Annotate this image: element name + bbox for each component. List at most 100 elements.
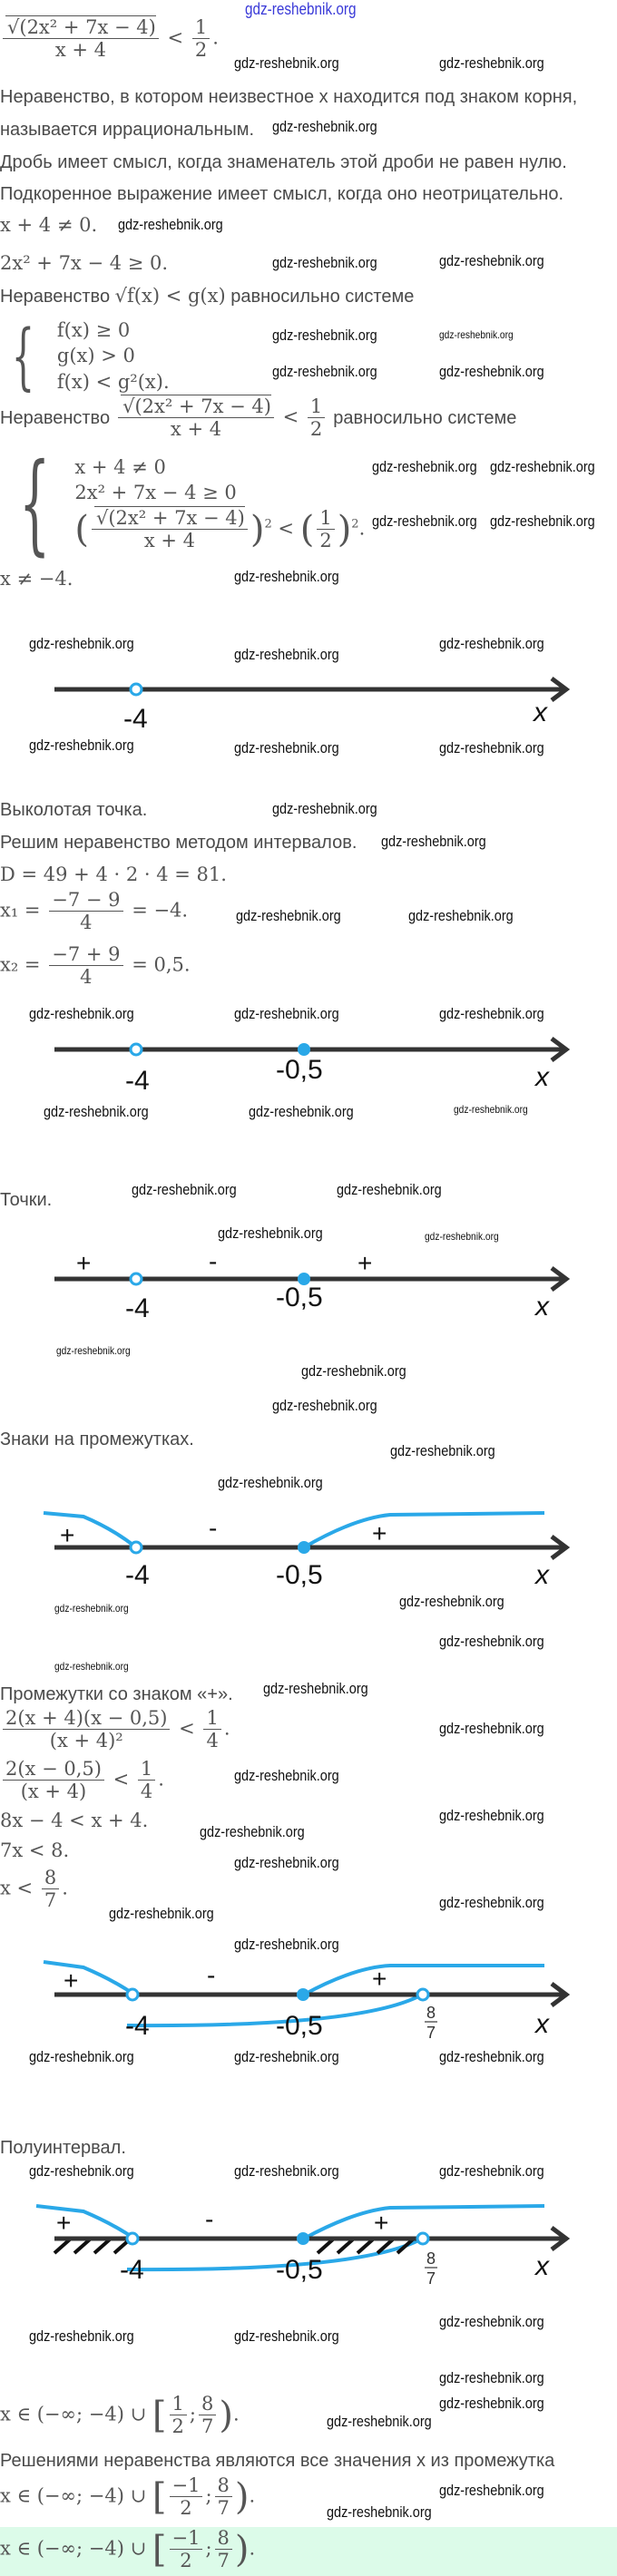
- exponent: 2: [351, 517, 359, 532]
- sign-plus: +: [357, 1252, 372, 1277]
- numerator: 8: [41, 1867, 60, 1890]
- numerator: 1: [307, 395, 326, 419]
- denominator: 2: [319, 530, 332, 552]
- exponent: 2: [264, 517, 272, 532]
- axis-label-x: x: [534, 2009, 550, 2039]
- watermark: gdz-reshebnik.org: [327, 2503, 432, 2521]
- sign-plus: +: [372, 1965, 387, 1993]
- number-line-1: -4 x: [54, 677, 571, 734]
- sign-plus: +: [56, 2209, 71, 2237]
- watermark: gdz-reshebnik.org: [372, 512, 477, 530]
- label-minus05: -0,5: [276, 1560, 323, 1587]
- label: равносильно системе: [230, 287, 415, 307]
- watermark: gdz-reshebnik.org: [439, 1720, 544, 1737]
- filled-point-minus05: [298, 1541, 310, 1554]
- watermark: gdz-reshebnik.org: [439, 2395, 544, 2412]
- watermark: gdz-reshebnik.org: [439, 328, 514, 341]
- label-minus05: -0,5: [276, 2011, 323, 2041]
- filled-point-minus05: [297, 1988, 309, 2001]
- watermark: gdz-reshebnik.org: [234, 54, 339, 72]
- system-1: { f(x) ≥ 0 g(x) > 0 f(x) < g²(x).: [0, 317, 170, 395]
- watermark: gdz-reshebnik.org: [234, 2162, 339, 2180]
- paragraph: Дробь имеет смысл, когда знаменатель это…: [0, 152, 567, 172]
- axis-arrow-icon: [550, 1535, 571, 1560]
- watermark: gdz-reshebnik.org: [109, 1905, 214, 1922]
- paragraph: Неравенство, в котором неизвестное x нах…: [0, 87, 578, 107]
- watermark: gdz-reshebnik.org: [54, 1660, 129, 1673]
- expression: √f(x) < g(x): [114, 285, 226, 307]
- numerator: −7 − 9: [49, 889, 123, 912]
- lhs: x₂ =: [0, 953, 41, 976]
- denominator: 2: [171, 2415, 184, 2438]
- watermark: gdz-reshebnik.org: [234, 1854, 339, 1871]
- axis-label-x: x: [534, 2251, 550, 2281]
- watermark: gdz-reshebnik.org: [249, 1103, 354, 1120]
- interval-text: x ∈ (−∞; −4) ∪: [0, 2537, 147, 2560]
- watermark: gdz-reshebnik.org: [234, 2327, 339, 2345]
- label-minus4: -4: [120, 2255, 144, 2285]
- system-row: f(x) < g²(x).: [56, 370, 170, 393]
- watermark: gdz-reshebnik.org: [272, 1397, 377, 1414]
- equation: D = 49 + 4 · 2 · 4 = 81.: [0, 864, 227, 885]
- sign-curve: [126, 1993, 423, 2028]
- paragraph: Знаки на промежутках.: [0, 1429, 194, 1449]
- watermark: gdz-reshebnik.org: [327, 2413, 432, 2430]
- hatching-right: [316, 2237, 416, 2255]
- watermark: gdz-reshebnik.org: [234, 1767, 339, 1784]
- watermark: gdz-reshebnik.org: [399, 1593, 504, 1610]
- lhs: x₁ =: [0, 899, 41, 922]
- watermark: gdz-reshebnik.org: [218, 1225, 323, 1242]
- equation: 8x − 4 < x + 4.: [0, 1810, 149, 1831]
- equation: 7x < 8.: [0, 1839, 70, 1861]
- watermark: gdz-reshebnik.org: [439, 2162, 544, 2180]
- numerator: 1: [203, 1707, 221, 1731]
- number-line-5: + - + -4 -0,5 8 7 x: [43, 1960, 571, 2042]
- equation: x ≠ −4.: [0, 568, 73, 590]
- sign-plus: +: [60, 1521, 74, 1549]
- sign-plus: +: [76, 1252, 91, 1277]
- watermark: gdz-reshebnik.org: [439, 1633, 544, 1650]
- brace: {: [11, 313, 35, 398]
- watermark: gdz-reshebnik.org: [439, 54, 544, 72]
- paragraph: Решениями неравенства являются все значе…: [0, 2451, 555, 2471]
- sign-curve: [126, 2237, 423, 2272]
- number-line-3: + - + -4 -0,5 x: [54, 1252, 571, 1323]
- denominator: (x + 4): [20, 1781, 87, 1803]
- watermark: gdz-reshebnik.org: [29, 2327, 134, 2345]
- hollow-point-minus4: [125, 1987, 140, 2002]
- interval-text: x ∈ (−∞; −4) ∪: [0, 2403, 147, 2425]
- denominator: 4: [206, 1730, 219, 1752]
- watermark: gdz-reshebnik.org: [439, 363, 544, 380]
- relation: <: [113, 1768, 130, 1791]
- paragraph: Подкоренное выражение имеет смысл, когда…: [0, 184, 564, 204]
- sign-curve: [303, 1964, 544, 1996]
- axis-label-x: x: [534, 1062, 550, 1092]
- denominator: 4: [140, 1781, 153, 1803]
- watermark: gdz-reshebnik.org: [118, 216, 223, 233]
- lhs: x <: [0, 1877, 34, 1899]
- system-row: x + 4 ≠ 0: [74, 455, 166, 478]
- watermark: gdz-reshebnik.org: [439, 252, 544, 269]
- numerator: −1: [169, 2474, 203, 2498]
- numerator: 2(x + 4)(x − 0,5): [3, 1707, 171, 1731]
- paragraph: называется иррациональным.: [0, 120, 255, 140]
- numerator: √(2x² + 7x − 4): [121, 395, 271, 417]
- watermark: gdz-reshebnik.org: [218, 1474, 323, 1491]
- watermark: gdz-reshebnik.org: [234, 646, 339, 663]
- axis-arrow-icon: [550, 2226, 571, 2251]
- rhs: = 0,5.: [132, 953, 191, 976]
- label: Неравенство: [0, 287, 111, 307]
- label-minus05: -0,5: [276, 1055, 323, 1085]
- numerator: 2(x − 0,5): [3, 1758, 104, 1781]
- watermark[interactable]: gdz-reshebnik.org: [245, 0, 357, 18]
- numerator: 8: [214, 2474, 232, 2498]
- filled-point-minus05: [297, 2232, 309, 2245]
- sign-minus: -: [205, 2205, 213, 2233]
- watermark: gdz-reshebnik.org: [236, 907, 341, 924]
- label-minus4: -4: [125, 1560, 150, 1587]
- watermark: gdz-reshebnik.org: [29, 737, 134, 754]
- denominator: 2: [180, 2550, 192, 2572]
